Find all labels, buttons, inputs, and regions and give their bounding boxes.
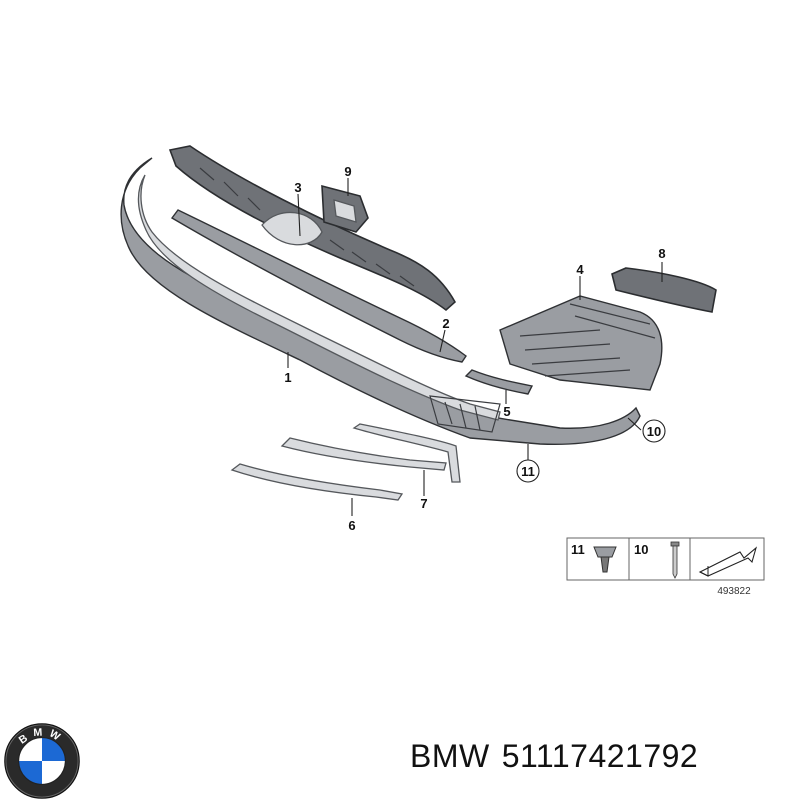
callout-4: 4 xyxy=(576,262,584,277)
legend-item-10: 10 xyxy=(634,542,648,557)
part-9-bracket xyxy=(321,184,369,233)
callout-11: 11 xyxy=(521,464,535,479)
brand-name: BMW xyxy=(410,738,490,774)
part-number: 51117421792 xyxy=(501,738,699,774)
callout-5: 5 xyxy=(503,404,510,419)
leader-lines xyxy=(287,178,663,516)
clip-icon xyxy=(593,546,617,573)
part-6-chrome-strip xyxy=(230,463,404,501)
callout-2: 2 xyxy=(442,316,449,331)
callout-8: 8 xyxy=(658,246,665,261)
brand-part-number: BMW 51117421792 xyxy=(410,738,790,775)
callout-3: 3 xyxy=(294,180,301,195)
part-2-strip xyxy=(170,209,467,363)
part-4-side-grille xyxy=(499,295,663,391)
callout-9: 9 xyxy=(344,164,351,179)
part-3-grille xyxy=(168,145,457,312)
callout-1: 1 xyxy=(284,370,291,385)
callout-11-circle: 11 xyxy=(516,459,540,483)
part-5-small-trim xyxy=(464,369,534,395)
callout-7: 7 xyxy=(420,496,427,511)
reference-number: 493822 xyxy=(717,586,751,597)
fastener-legend: 11 10 xyxy=(566,537,765,581)
callout-10-circle: 10 xyxy=(642,419,666,443)
callout-6: 6 xyxy=(348,518,355,533)
part-8-air-duct xyxy=(611,267,717,313)
callout-10: 10 xyxy=(647,424,661,439)
orientation-arrow-icon xyxy=(698,546,758,577)
part-7-chrome-strip xyxy=(280,423,461,483)
legend-item-11: 11 xyxy=(571,542,585,557)
rivet-icon xyxy=(670,541,680,579)
bmw-logo: BMW xyxy=(4,723,80,799)
part-1-bumper-trim xyxy=(120,157,641,445)
